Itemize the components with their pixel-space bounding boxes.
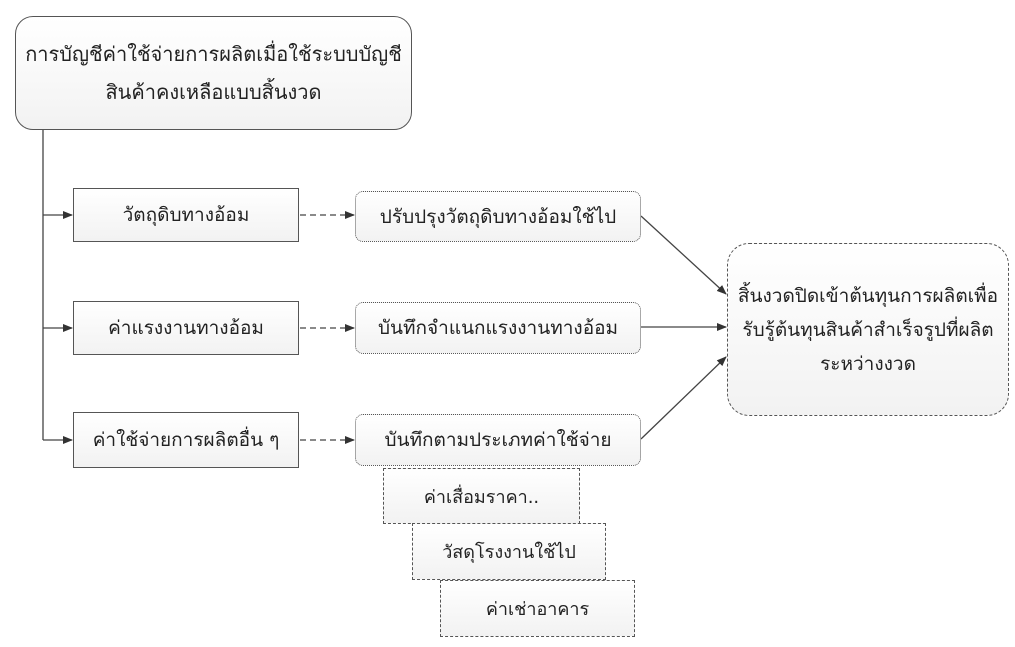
result-arrow-2 bbox=[640, 356, 727, 440]
expense-type-label: ค่าเช่าอาคาร bbox=[485, 599, 590, 620]
action-box-record-labor: บันทึกจำแนกแรงงานทางอ้อม bbox=[355, 302, 641, 354]
expense-type-building-rent: ค่าเช่าอาคาร bbox=[440, 580, 635, 637]
category-label: ค่าแรงงานทางอ้อม bbox=[108, 317, 264, 339]
diagram-title: การบัญชีค่าใช้จ่ายการผลิตเมื่อใช้ระบบบัญ… bbox=[25, 42, 402, 104]
action-box-record-by-type: บันทึกตามประเภทค่าใช้จ่าย bbox=[355, 414, 641, 466]
action-label: บันทึกจำแนกแรงงานทางอ้อม bbox=[377, 317, 619, 339]
category-label: วัตถุดิบทางอ้อม bbox=[122, 204, 250, 226]
category-box-indirect-materials: วัตถุดิบทางอ้อม bbox=[73, 188, 299, 242]
expense-type-label: วัสดุโรงงานใช้ไป bbox=[442, 542, 576, 563]
category-label: ค่าใช้จ่ายการผลิตอื่น ๆ bbox=[92, 429, 280, 451]
result-box: สิ้นงวดปิดเข้าต้นทุนการผลิตเพื่อรับรู้ต้… bbox=[727, 243, 1009, 416]
action-label: บันทึกตามประเภทค่าใช้จ่าย bbox=[384, 429, 612, 451]
result-label: สิ้นงวดปิดเข้าต้นทุนการผลิตเพื่อรับรู้ต้… bbox=[737, 284, 999, 375]
category-box-other-overhead: ค่าใช้จ่ายการผลิตอื่น ๆ bbox=[73, 412, 299, 468]
expense-type-factory-supplies: วัสดุโรงงานใช้ไป bbox=[412, 523, 606, 580]
expense-type-depreciation: ค่าเสื่อมราคา.. bbox=[383, 468, 580, 524]
expense-type-label: ค่าเสื่อมราคา.. bbox=[423, 486, 540, 508]
action-box-adjust-materials: ปรับปรุงวัตถุดิบทางอ้อมใช้ไป bbox=[355, 191, 641, 242]
result-arrow-0 bbox=[640, 215, 727, 295]
category-box-indirect-labor: ค่าแรงงานทางอ้อม bbox=[73, 301, 299, 355]
diagram-title-box: การบัญชีค่าใช้จ่ายการผลิตเมื่อใช้ระบบบัญ… bbox=[15, 16, 412, 130]
action-label: ปรับปรุงวัตถุดิบทางอ้อมใช้ไป bbox=[379, 205, 617, 228]
